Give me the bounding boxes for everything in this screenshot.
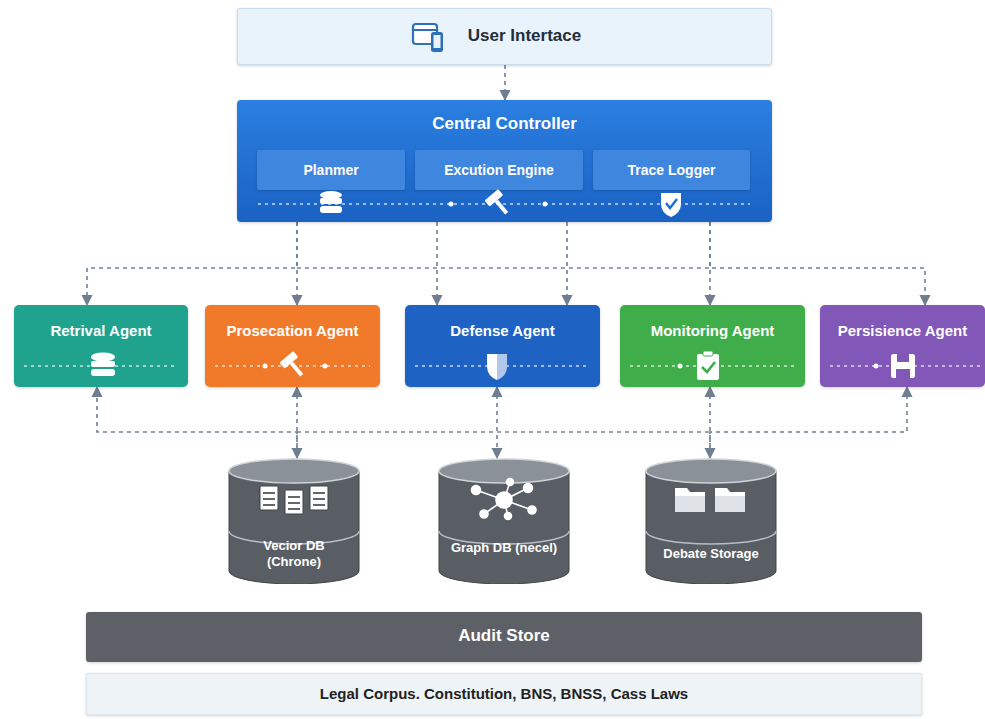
ui-icon xyxy=(413,24,443,52)
node-label: Excution Engine xyxy=(444,162,554,179)
node-label: Monitoring Agent xyxy=(651,322,775,340)
floppy-icon xyxy=(891,354,915,378)
database-icon xyxy=(320,191,342,213)
dashed-connector xyxy=(504,65,506,100)
interface-bar: User Intertace xyxy=(237,8,772,65)
control-bus xyxy=(297,267,710,269)
database-icon xyxy=(91,353,115,377)
documents-icon xyxy=(260,486,328,514)
cylinder-shape xyxy=(438,458,570,584)
folders-icon xyxy=(675,488,745,512)
database-cylinder: Graph DB (necel) xyxy=(438,458,570,584)
dashed-connector xyxy=(296,222,298,305)
dashed-connector xyxy=(710,222,925,305)
controller-box: Planmer Excution Engine Trace Logger Centra… xyxy=(237,100,772,222)
checklist-icon xyxy=(697,351,719,380)
agent-box: Persisience Agent xyxy=(820,305,985,387)
node-label: Audit Store xyxy=(458,626,550,646)
database-cylinder: Vecior DB (Chrone) xyxy=(228,458,360,584)
component-box: Planmer xyxy=(257,150,405,190)
node-label: Persisience Agent xyxy=(838,322,968,340)
data-bus xyxy=(297,431,710,433)
node-label: User Intertace xyxy=(468,26,581,46)
node-label: Legal Corpus. Constitution, BNS, BNSS, C… xyxy=(320,685,688,703)
cylinder-shape xyxy=(645,458,777,584)
graph-icon xyxy=(472,479,537,520)
dashed-connector xyxy=(710,387,907,458)
node-label: Trace Logger xyxy=(628,162,716,179)
agent-box: Prosecation Agent xyxy=(205,305,380,387)
gavel-icon xyxy=(279,351,308,381)
node-label: Prosecation Agent xyxy=(227,322,359,340)
gavel-icon xyxy=(484,189,513,219)
agent-box: Defense Agent xyxy=(405,305,600,387)
dashed-connector xyxy=(566,222,568,305)
agent-box: Retrival Agent xyxy=(14,305,188,387)
component-box: Excution Engine xyxy=(415,150,583,190)
dashed-connector xyxy=(436,222,438,305)
dashed-connector xyxy=(496,387,498,458)
corpus-bar: Legal Corpus. Constitution, BNS, BNSS, C… xyxy=(86,673,922,715)
audit-bar: Audit Store xyxy=(86,612,922,662)
node-label: Defense Agent xyxy=(450,322,554,340)
database-cylinder: Debate Storage xyxy=(645,458,777,584)
shield-icon xyxy=(661,193,681,217)
node-label: Debate Storage xyxy=(663,546,758,562)
shield-icon xyxy=(487,354,507,380)
agent-box: Monitoring Agent xyxy=(620,305,805,387)
dashed-connector xyxy=(87,222,297,305)
node-label: Graph DB (necel) xyxy=(451,540,557,556)
inner-dotted-lines xyxy=(24,204,980,366)
node-label: Vecior DB (Chrone) xyxy=(239,538,349,569)
node-label: Planmer xyxy=(303,162,358,179)
node-label: Retrival Agent xyxy=(50,322,151,340)
dashed-connector xyxy=(97,387,297,458)
component-box: Trace Logger xyxy=(593,150,750,190)
node-label: Central Controller xyxy=(432,114,577,134)
